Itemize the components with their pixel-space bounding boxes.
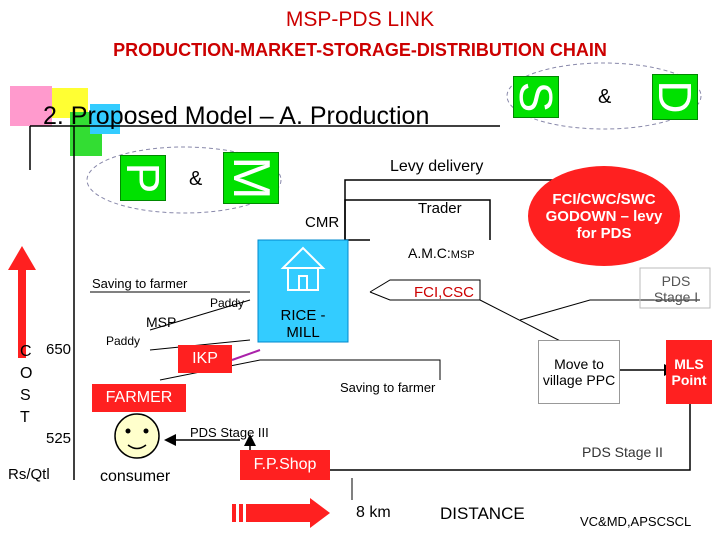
pds-stage1-frame <box>639 267 711 309</box>
ikp-box <box>178 345 232 373</box>
farmer-box <box>92 384 186 412</box>
amp-sd: & <box>598 86 612 108</box>
distance-value: 8 km <box>356 504 391 521</box>
footer-credit: VC&MD,APSCSCL <box>580 514 692 529</box>
cost-label: C O S T <box>20 343 33 426</box>
saving-bottom-label: Saving to farmer <box>340 380 436 395</box>
letter-m: M <box>222 152 280 204</box>
ikp-line <box>231 349 261 361</box>
deco-square-blue <box>90 104 120 134</box>
paddy-arrow-1 <box>149 299 251 331</box>
house-icon <box>280 246 326 291</box>
farmer-label: FARMER <box>105 389 173 406</box>
paddy-label-2: Paddy <box>106 334 141 348</box>
fci-csc-label: FCI,CSC <box>414 284 474 301</box>
unit-label: Rs/Qtl <box>8 466 50 483</box>
red-arrow-head <box>8 246 36 270</box>
amc-msp: MSP <box>450 249 475 261</box>
striped-arrow-icon <box>232 498 330 528</box>
red-arrow-shaft <box>18 268 26 358</box>
trader-label: Trader <box>418 200 462 217</box>
paddy-label-1: Paddy <box>210 296 245 310</box>
fci-csc-box <box>369 279 481 301</box>
smiley-face-icon <box>114 413 160 459</box>
fp-shop-label: F.P.Shop <box>253 456 317 473</box>
pds-stage1-label: PDS Stage I <box>653 273 699 305</box>
msp-label: MSP <box>146 314 177 330</box>
page-subtitle: PRODUCTION-MARKET-STORAGE-DISTRIBUTION C… <box>113 40 607 60</box>
page-title: MSP-PDS LINK <box>285 8 435 31</box>
mls-box <box>666 340 712 404</box>
fp-arrow-head <box>244 434 256 446</box>
letter-d: D <box>649 74 701 120</box>
fp-shop-box <box>240 450 330 480</box>
amp-pm: & <box>189 168 203 190</box>
pds-stage2-label: PDS Stage II <box>582 444 663 460</box>
fci-godown-label: FCI/CWC/SWC GODOWN – levy for PDS <box>545 190 663 242</box>
cost-650: 650 <box>46 341 72 358</box>
letter-s: S <box>510 76 562 118</box>
sd-ellipse <box>506 62 702 130</box>
saving-top-label: Saving to farmer <box>92 276 188 291</box>
amc-prefix: A.M.C: <box>408 245 451 261</box>
model-heading: 2. Proposed Model – A. Production <box>43 102 430 130</box>
trader-line <box>344 199 491 240</box>
pds-stage3-label: PDS Stage III <box>190 425 269 440</box>
move-to-village-label: Move to village PPC <box>538 340 620 404</box>
fci-godown-ellipse <box>528 166 680 266</box>
ikp-label: IKP <box>192 350 218 367</box>
cost-525: 525 <box>46 430 72 447</box>
deco-square-pink <box>10 86 52 126</box>
levy-delivery-label: Levy delivery <box>390 158 484 175</box>
consumer-label: consumer <box>100 468 171 485</box>
pm-ellipse <box>86 146 282 214</box>
rice-mill-label: RICE -MILL <box>280 307 326 341</box>
mls-point-label: MLS Point <box>671 356 707 388</box>
amc-label: A.M.C:MSP <box>408 245 475 261</box>
letter-p: P <box>117 155 169 201</box>
consumer-arrow-head <box>164 434 176 446</box>
distance-label: DISTANCE <box>440 504 525 523</box>
pds-stage1-line <box>519 299 700 321</box>
cmr-label: CMR <box>305 214 340 231</box>
